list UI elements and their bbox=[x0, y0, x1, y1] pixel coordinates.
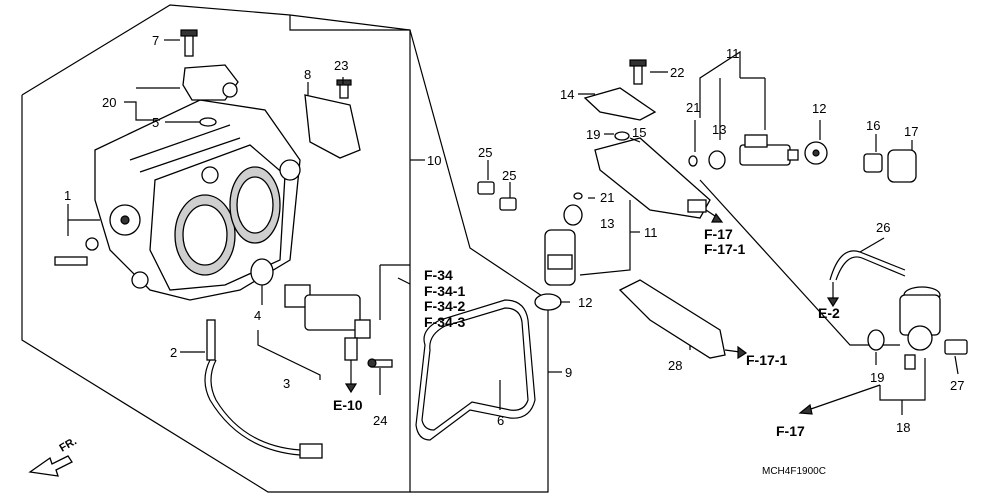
part-number-23: 23 bbox=[334, 58, 348, 73]
injector-11b-bracket bbox=[579, 200, 640, 276]
part-number-28: 28 bbox=[668, 358, 682, 373]
hose-part-26 bbox=[829, 250, 906, 281]
o-ring-part-21a bbox=[688, 155, 698, 167]
injector-11-bracket bbox=[699, 50, 766, 140]
leader-lines bbox=[67, 39, 959, 415]
arrow-to-e-10 bbox=[344, 360, 358, 394]
gasket-part-6 bbox=[415, 299, 536, 441]
nut-part-25b bbox=[499, 197, 517, 211]
part-number-16: 16 bbox=[866, 118, 880, 133]
part-number-5: 5 bbox=[152, 115, 159, 130]
part-number-11a: 11 bbox=[726, 46, 740, 61]
pressure-regulator-outline bbox=[699, 179, 900, 346]
part-number-4: 4 bbox=[254, 308, 261, 323]
part-number-18: 18 bbox=[896, 420, 910, 435]
part-number-22: 22 bbox=[670, 65, 684, 80]
part-number-2: 2 bbox=[170, 345, 177, 360]
arrow-to-f-17b bbox=[798, 384, 881, 415]
part-number-12a: 12 bbox=[812, 101, 826, 116]
part-number-19b: 19 bbox=[870, 370, 884, 385]
ref-f-34: F-34 bbox=[424, 267, 453, 283]
ref-f-34-3: F-34-3 bbox=[424, 314, 465, 330]
gasket-group-outline bbox=[409, 29, 549, 493]
cap-part-12a bbox=[804, 141, 828, 165]
bolt-part-7 bbox=[180, 29, 198, 57]
sensor-part-20 bbox=[182, 64, 239, 101]
front-direction-arrow bbox=[28, 455, 73, 477]
injector-part-11a bbox=[739, 134, 799, 166]
part-number-21b: 21 bbox=[600, 190, 614, 205]
front-direction-label: FR. bbox=[58, 435, 79, 454]
arrow-to-f-17-1b bbox=[724, 345, 748, 360]
part-number-7: 7 bbox=[152, 33, 159, 48]
sensor-wire-part-2 bbox=[204, 319, 323, 459]
o-ring-part-19b bbox=[867, 329, 885, 351]
cover-part-14 bbox=[583, 87, 657, 121]
injector-part-11b bbox=[544, 229, 576, 286]
part-number-26: 26 bbox=[876, 220, 890, 235]
part-number-25a: 25 bbox=[478, 145, 492, 160]
part-number-24: 24 bbox=[373, 413, 387, 428]
throttle-body-group-outline bbox=[21, 4, 411, 493]
fuel-rail-part-15 bbox=[594, 137, 711, 219]
screw-part-1 bbox=[54, 237, 99, 266]
arrow-to-f-17a bbox=[705, 209, 724, 223]
cover-part-28 bbox=[618, 279, 726, 359]
idle-valve-part-3 bbox=[284, 284, 371, 361]
o-ring-part-21b bbox=[573, 192, 583, 200]
ref-f-34-1: F-34-1 bbox=[424, 283, 465, 299]
arrow-to-e-2 bbox=[826, 282, 840, 308]
part-number-21a: 21 bbox=[686, 100, 700, 115]
ref-f-17-1-upper: F-17-1 bbox=[704, 241, 745, 257]
part-number-20: 20 bbox=[102, 95, 116, 110]
seal-part-13b bbox=[563, 204, 583, 226]
part-number-13b: 13 bbox=[600, 216, 614, 231]
fitting-part-27 bbox=[944, 339, 968, 355]
part-number-15: 15 bbox=[632, 125, 646, 140]
o-ring-part-19a bbox=[614, 131, 630, 141]
part-number-6: 6 bbox=[497, 413, 504, 428]
nut-part-25a bbox=[477, 181, 495, 195]
part-number-17: 17 bbox=[904, 124, 918, 139]
ref-f-17-lower: F-17 bbox=[776, 423, 805, 439]
part-number-14: 14 bbox=[560, 87, 574, 102]
part-number-25b: 25 bbox=[502, 168, 516, 183]
part-number-10: 10 bbox=[427, 153, 441, 168]
part-number-3: 3 bbox=[283, 376, 290, 391]
ref-f-17-upper: F-17 bbox=[704, 226, 733, 242]
part-number-19a: 19 bbox=[586, 127, 600, 142]
pressure-regulator-part-18 bbox=[899, 286, 941, 370]
o-ring-part-5 bbox=[199, 117, 217, 127]
part-number-1: 1 bbox=[64, 188, 71, 203]
part-number-11b: 11 bbox=[644, 225, 658, 240]
arrow-to-f-34 bbox=[397, 277, 411, 285]
sleeve-part-17 bbox=[887, 149, 917, 183]
part-number-12b: 12 bbox=[578, 295, 592, 310]
ref-e-2: E-2 bbox=[818, 305, 840, 321]
bolt-part-22 bbox=[629, 59, 647, 85]
part-number-13a: 13 bbox=[712, 122, 726, 137]
cap-part-12b bbox=[534, 293, 562, 311]
bracket-part-8 bbox=[304, 94, 361, 159]
ref-f-17-1-lower: F-17-1 bbox=[746, 352, 787, 368]
spacer-part-16 bbox=[863, 153, 883, 173]
bolt-part-24 bbox=[367, 358, 393, 368]
part-number-27: 27 bbox=[950, 378, 964, 393]
o-ring-part-4 bbox=[250, 258, 274, 286]
throttle-body bbox=[94, 99, 301, 301]
ref-e-10: E-10 bbox=[333, 397, 363, 413]
diagram-code: MCH4F1900C bbox=[762, 466, 826, 477]
part-number-8: 8 bbox=[304, 67, 311, 82]
bolt-part-23 bbox=[336, 79, 352, 99]
ref-f-34-2: F-34-2 bbox=[424, 298, 465, 314]
seal-part-13a bbox=[708, 150, 726, 170]
part-number-9: 9 bbox=[565, 365, 572, 380]
